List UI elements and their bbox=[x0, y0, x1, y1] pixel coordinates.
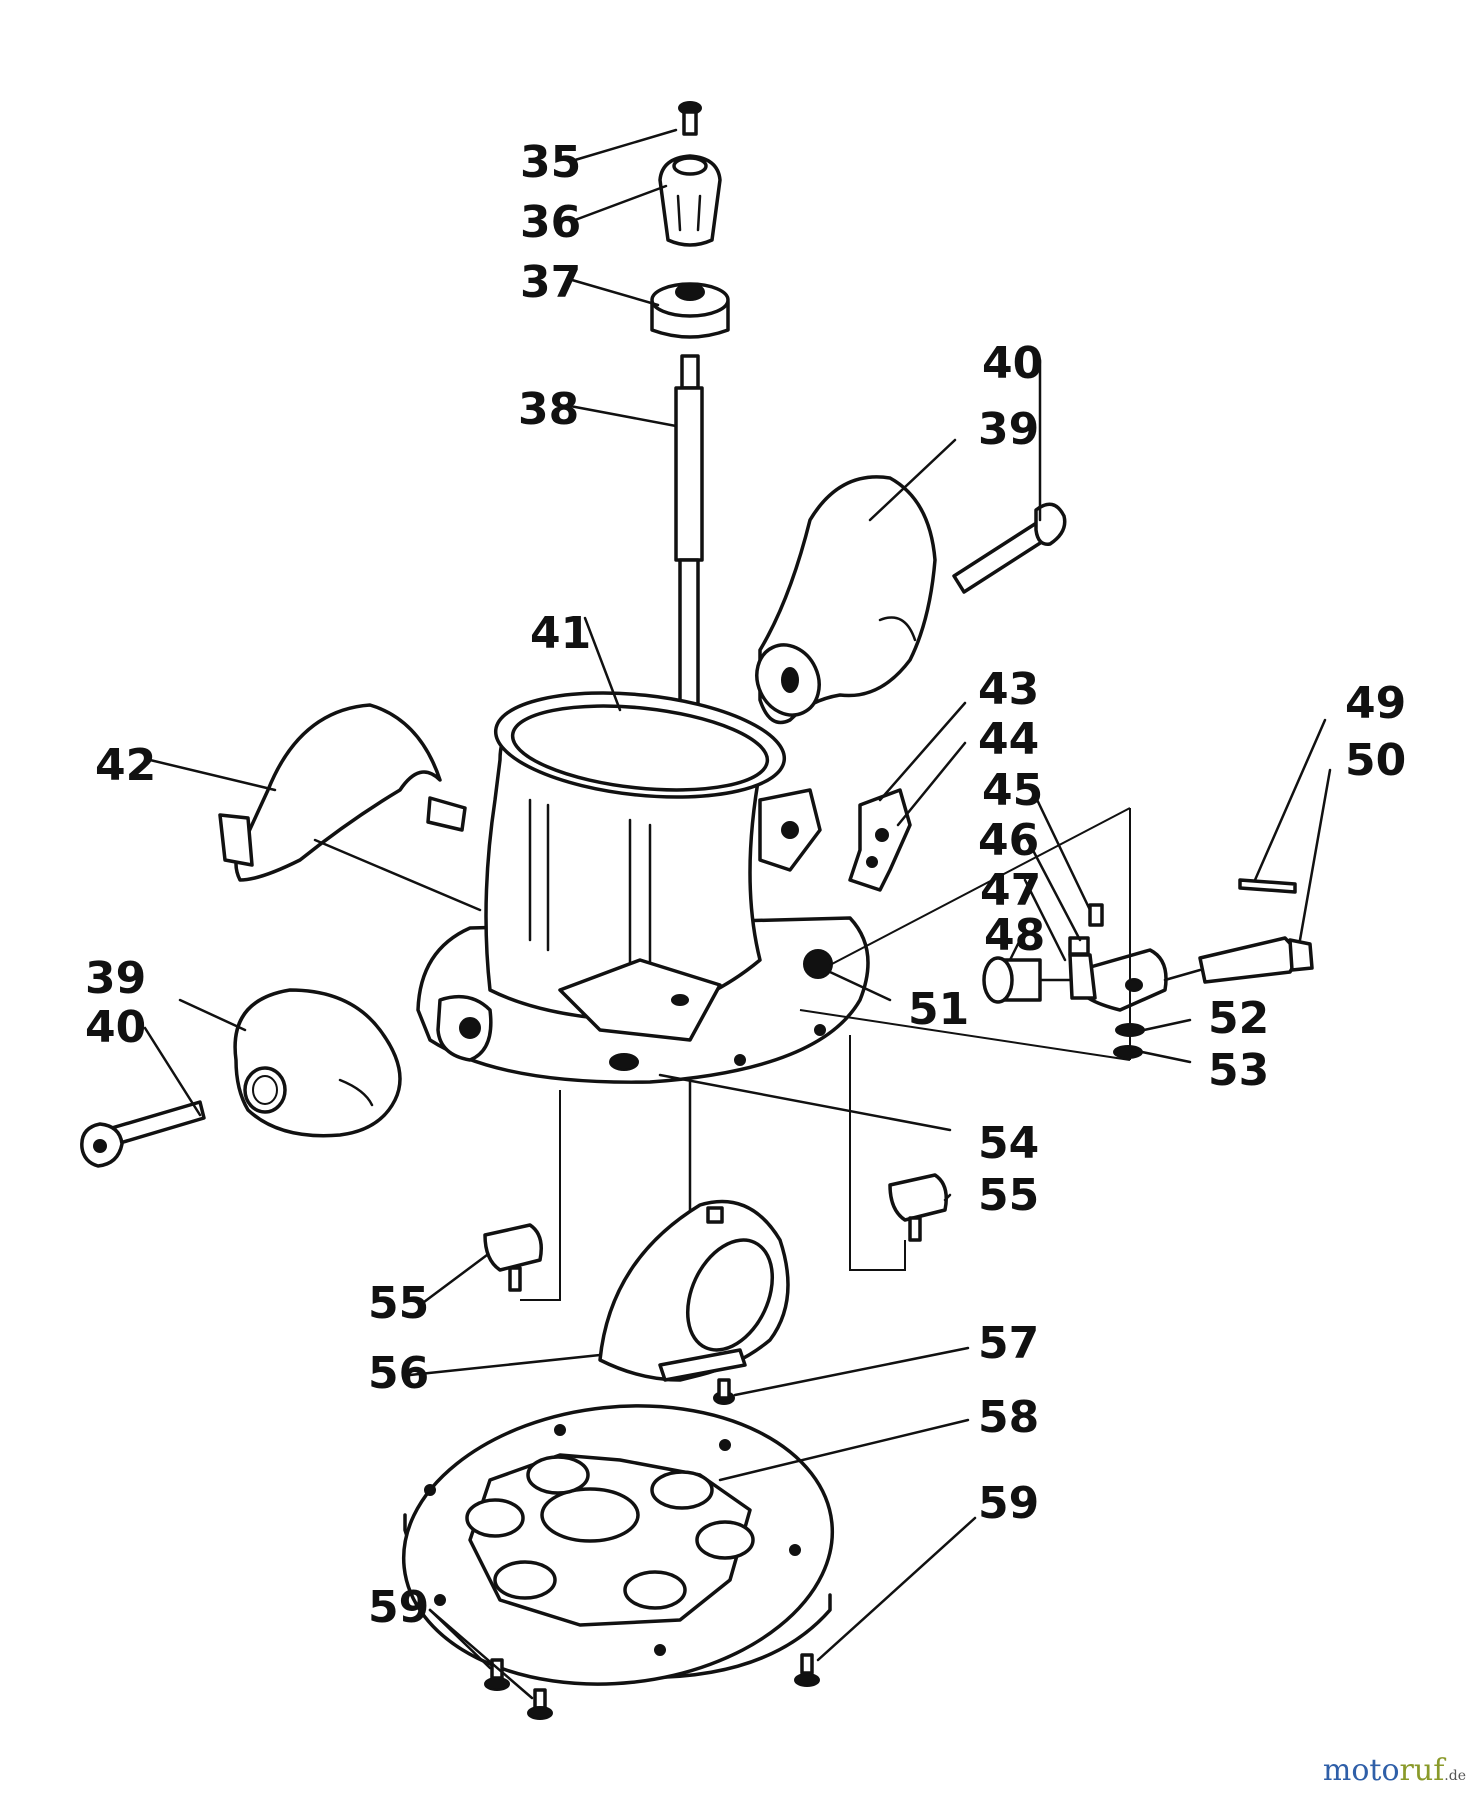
watermark-part2: ruf bbox=[1399, 1753, 1445, 1788]
part-42-chip-shield bbox=[218, 703, 467, 882]
label-46: 46 bbox=[978, 815, 1039, 866]
part-45-48-depth-stop bbox=[982, 903, 1168, 1012]
label-45: 45 bbox=[982, 765, 1043, 816]
label-43: 43 bbox=[978, 664, 1039, 715]
label-37: 37 bbox=[520, 257, 581, 308]
label-40-left: 40 bbox=[85, 1002, 146, 1053]
watermark-suffix: .de bbox=[1444, 1768, 1466, 1784]
part-35-screw bbox=[678, 101, 702, 136]
label-51: 51 bbox=[908, 984, 969, 1035]
label-58: 58 bbox=[978, 1392, 1039, 1443]
label-50: 50 bbox=[1345, 735, 1406, 786]
part-40-bolt-right bbox=[952, 502, 1067, 594]
label-49: 49 bbox=[1345, 678, 1406, 729]
label-56: 56 bbox=[368, 1348, 429, 1399]
part-labels: 35 36 37 38 40 39 41 42 43 44 45 46 47 4… bbox=[85, 137, 1406, 1633]
label-57: 57 bbox=[978, 1318, 1039, 1369]
label-48: 48 bbox=[984, 910, 1045, 961]
part-36-knob bbox=[658, 154, 722, 247]
part-57-screw bbox=[713, 1378, 735, 1405]
part-37-bushing bbox=[650, 282, 730, 339]
label-54: 54 bbox=[978, 1118, 1039, 1169]
label-59-left: 59 bbox=[368, 1582, 429, 1633]
label-59-right: 59 bbox=[978, 1478, 1039, 1529]
label-41: 41 bbox=[530, 608, 591, 659]
part-55-clamp-block-left bbox=[483, 1223, 543, 1292]
label-55-left: 55 bbox=[368, 1278, 429, 1329]
watermark-part1: moto bbox=[1322, 1753, 1400, 1788]
label-39-left: 39 bbox=[85, 953, 146, 1004]
label-40-right: 40 bbox=[982, 338, 1043, 389]
label-52: 52 bbox=[1208, 993, 1269, 1044]
leader-lines bbox=[143, 128, 1332, 1700]
part-49-50-pin-lever bbox=[1163, 878, 1314, 984]
part-56-dust-shield bbox=[598, 1199, 790, 1382]
part-39-handle-left bbox=[233, 988, 402, 1138]
part-58-base-plate bbox=[401, 1404, 835, 1686]
label-44: 44 bbox=[978, 714, 1039, 765]
part-40-bolt-left bbox=[80, 1100, 206, 1168]
label-35: 35 bbox=[520, 137, 581, 188]
part-55-clamp-block-right bbox=[888, 1173, 948, 1242]
watermark-logo: motoruf.de bbox=[1323, 1753, 1466, 1788]
label-47: 47 bbox=[980, 865, 1041, 916]
part-39-handle-right bbox=[755, 475, 937, 725]
part-43-44-clamp-lever bbox=[848, 788, 912, 892]
part-51-knob bbox=[803, 949, 833, 979]
label-42: 42 bbox=[95, 740, 156, 791]
label-55-right: 55 bbox=[978, 1170, 1039, 1221]
label-36: 36 bbox=[520, 197, 581, 248]
label-38: 38 bbox=[518, 384, 579, 435]
part-41-base-housing bbox=[416, 691, 870, 1084]
label-39-right: 39 bbox=[978, 404, 1039, 455]
label-53: 53 bbox=[1208, 1045, 1269, 1096]
